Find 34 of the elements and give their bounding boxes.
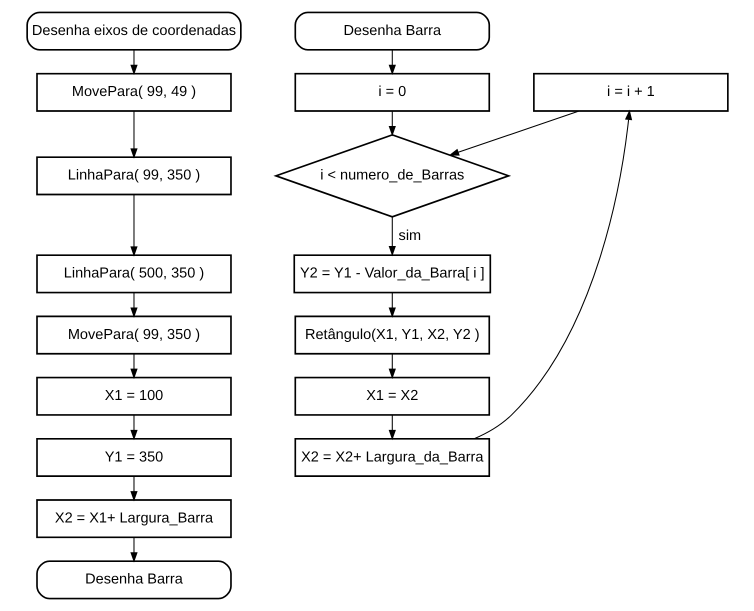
node-box: i = 0 — [294, 72, 490, 112]
arrow — [130, 476, 138, 502]
node-box: X1 = 100 — [36, 376, 232, 416]
node-box: Y1 = 350 — [36, 438, 232, 477]
arrow — [388, 50, 396, 76]
arrow — [388, 217, 396, 256]
arrow — [448, 110, 579, 156]
arrow — [388, 415, 396, 440]
node-box: Desenha Barra — [36, 560, 232, 600]
node-box: Desenha eixos de coordenadas — [26, 12, 242, 51]
arrow — [130, 50, 138, 76]
arrow — [388, 354, 396, 380]
node-box: Retângulo(X1, Y1, X2, Y2 ) — [294, 316, 490, 355]
node-box: LinhaPara( 99, 350 ) — [36, 156, 232, 196]
arrow — [130, 354, 138, 380]
node-box: X2 = X2+ Largura_da_Barra — [294, 438, 490, 477]
node-box: LinhaPara( 500, 350 ) — [36, 254, 232, 294]
node-diamond: i < numero_de_Barras — [272, 134, 511, 218]
arrow — [130, 194, 138, 257]
node-box: X2 = X1+ Largura_Barra — [36, 499, 232, 538]
node-box: X1 = X2 — [294, 376, 490, 416]
arrow — [388, 292, 396, 318]
node-box: i = i + 1 — [532, 72, 728, 112]
arrow — [130, 537, 138, 563]
arrow — [130, 292, 138, 318]
edge-label: sim — [398, 228, 421, 244]
node-box: MovePara( 99, 49 ) — [36, 72, 232, 112]
node-box: Y2 = Y1 - Valor_da_Barra[ i ] — [292, 254, 491, 294]
arrow — [388, 111, 396, 136]
node-box: MovePara( 99, 350 ) — [36, 316, 232, 355]
arrow — [473, 110, 632, 440]
arrow — [130, 111, 138, 159]
node-box: Desenha Barra — [294, 12, 490, 51]
arrow — [130, 415, 138, 440]
